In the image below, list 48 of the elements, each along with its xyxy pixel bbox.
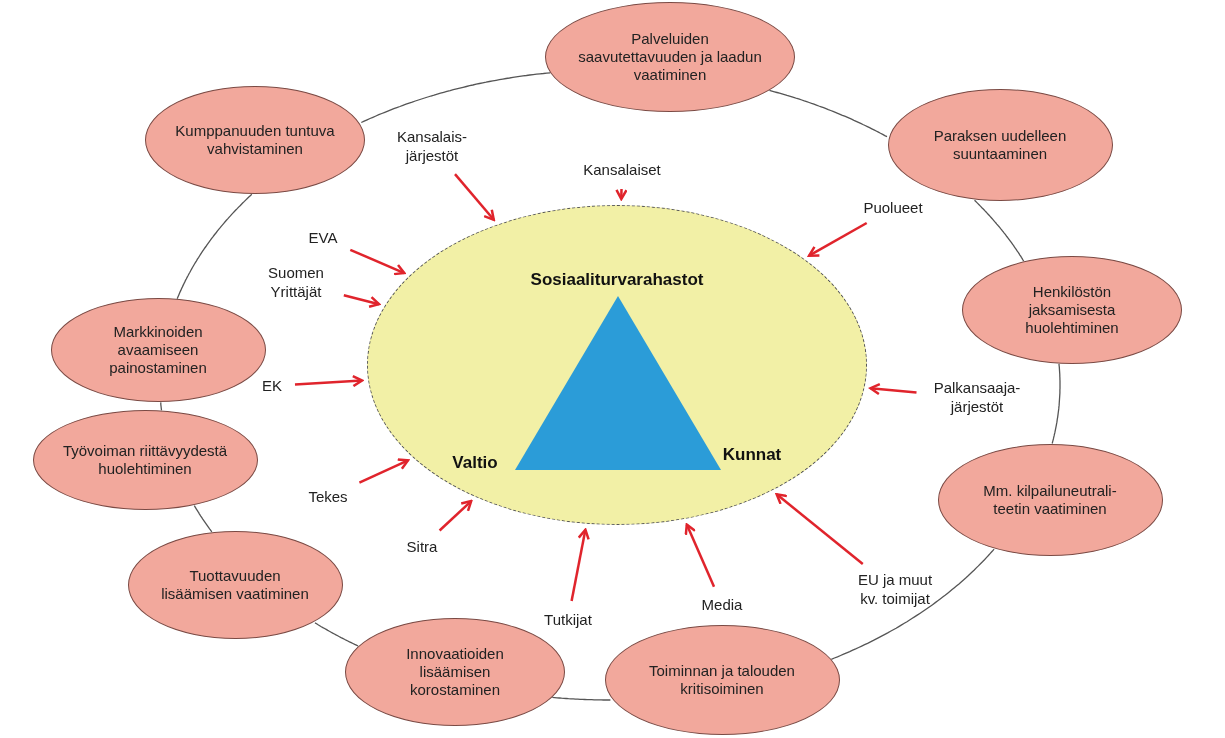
arrow xyxy=(454,173,496,222)
arrow xyxy=(358,458,410,484)
connector-line xyxy=(314,622,359,647)
actor-label: EVA xyxy=(308,228,338,248)
arrow xyxy=(438,499,473,532)
actor-label: Media xyxy=(701,595,743,615)
actor-label: Suomen Yrittäjät xyxy=(267,264,325,302)
connector-line xyxy=(830,548,995,660)
node-text: Tuottavuuden lisäämisen vaatiminen xyxy=(160,567,310,603)
vertex-label: Sosiaaliturvarahastot xyxy=(530,269,704,292)
arrow xyxy=(615,188,628,201)
connector-line xyxy=(973,199,1025,262)
actor-label: Kansalaiset xyxy=(583,160,661,180)
arrow xyxy=(349,248,406,276)
node-text: Henkilöstön jaksamisesta huolehtiminen xyxy=(1024,283,1120,337)
actor-label: EU ja muut kv. toimijat xyxy=(856,571,934,609)
connector-line xyxy=(193,504,213,533)
arrow xyxy=(775,493,864,565)
actor-label: Puolueet xyxy=(863,198,923,218)
node-text: Palveluiden saavutettavuuden ja laadun vaatiminen xyxy=(577,30,763,84)
actor-label: EK xyxy=(262,376,282,396)
arrow xyxy=(807,221,868,257)
actor-label: Tutkijat xyxy=(544,610,592,630)
connector-line xyxy=(176,193,253,300)
node-text: Innovaatioiden lisäämisen korostaminen xyxy=(405,645,505,699)
arrow xyxy=(684,523,716,588)
actor-label: Kansalais- järjestöt xyxy=(395,128,468,166)
connector-line xyxy=(360,72,551,124)
actor-label: Palkansaaja- järjestöt xyxy=(932,379,1022,417)
actor-label: Tekes xyxy=(308,487,348,507)
vertex-label: Valtio xyxy=(452,452,498,475)
connector-line xyxy=(160,401,163,412)
node-text: Toiminnan ja talouden kritisoiminen xyxy=(648,662,796,698)
arrow xyxy=(869,382,917,396)
connector-line xyxy=(551,696,612,701)
actor-label: Sitra xyxy=(406,537,438,557)
vertex-label: Kunnat xyxy=(722,444,782,467)
node-text: Työvoiman riittävyydestä huolehtiminen xyxy=(61,442,229,478)
node-text: Kumppanuuden tuntuva vahvistaminen xyxy=(174,122,336,158)
arrow xyxy=(570,528,590,602)
node-text: Paraksen uudelleen suuntaaminen xyxy=(932,127,1068,163)
node-text: Markkinoiden avaamiseen painostaminen xyxy=(108,323,208,377)
arrow xyxy=(343,294,381,309)
node-text: Mm. kilpailuneutrali- teetin vaatiminen xyxy=(982,482,1118,518)
arrow xyxy=(294,374,364,388)
connector-line xyxy=(768,89,888,138)
connector-line xyxy=(1051,363,1061,445)
triangle xyxy=(515,296,721,470)
